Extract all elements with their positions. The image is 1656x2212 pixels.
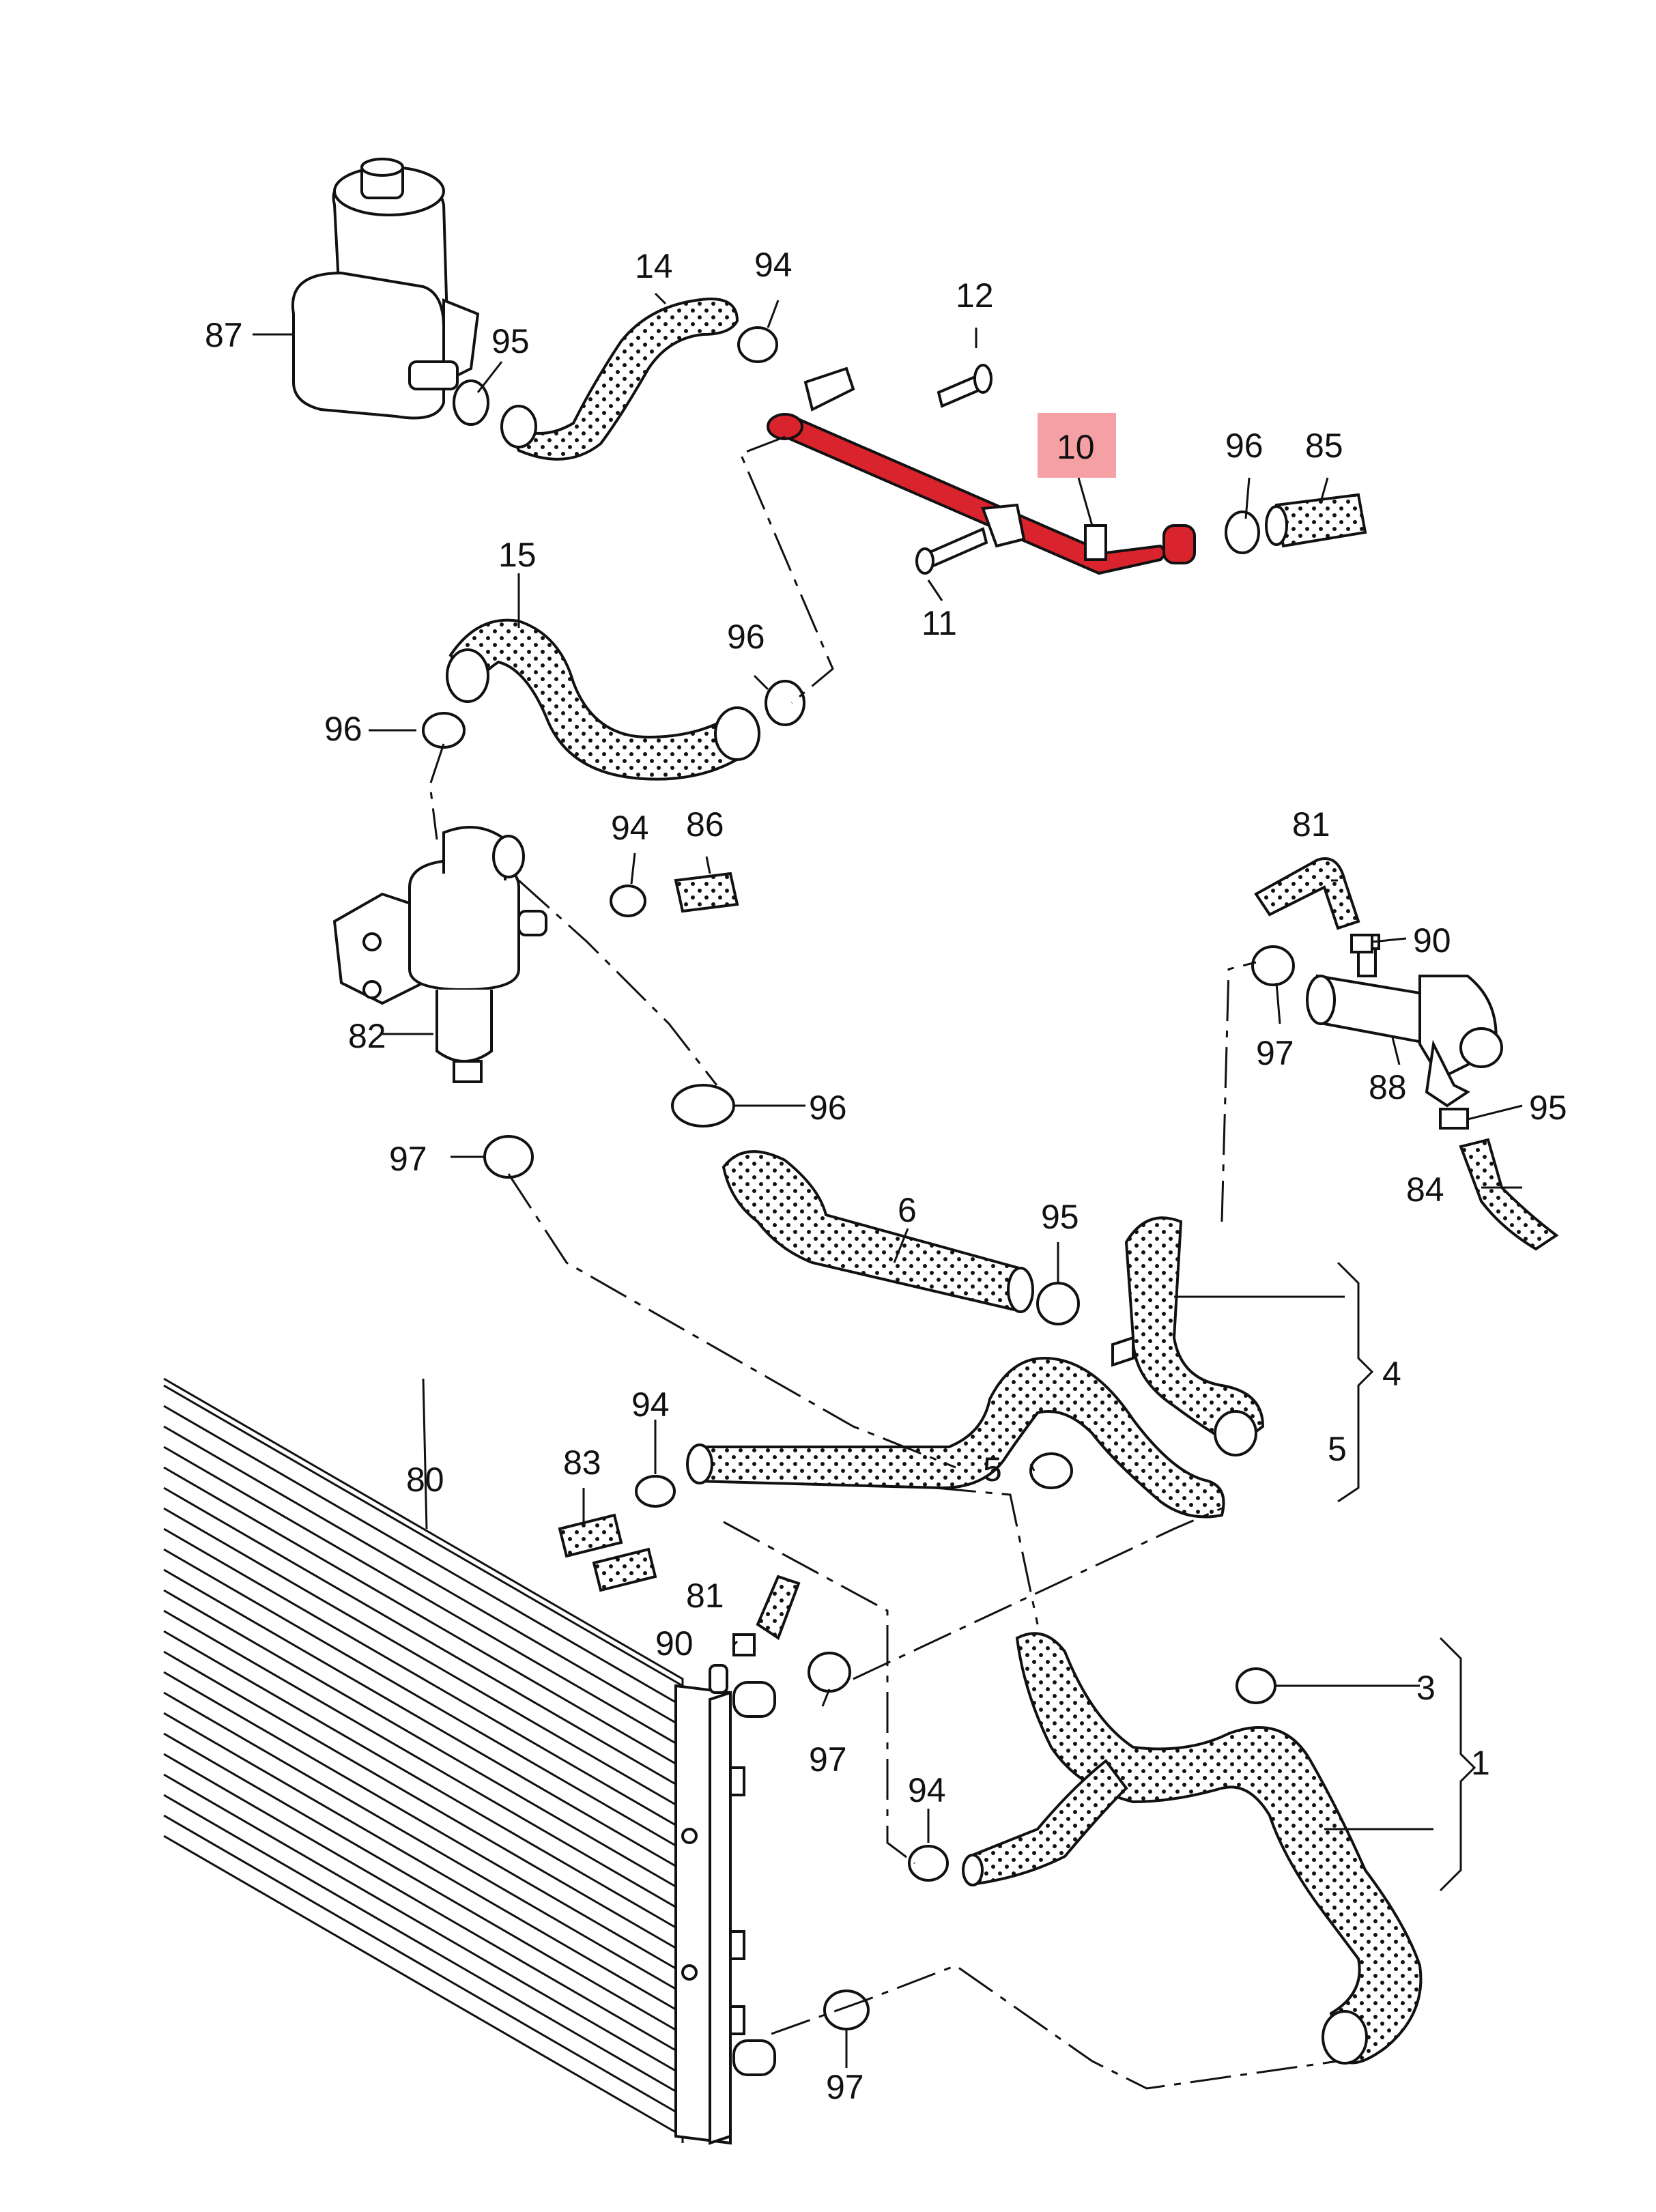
label-5: 5	[983, 1450, 1002, 1489]
bolt-11[interactable]	[915, 527, 988, 575]
label-6: 6	[898, 1191, 917, 1229]
label-82: 82	[348, 1017, 386, 1055]
label-94: 94	[611, 809, 649, 847]
hose-15[interactable]	[446, 618, 760, 781]
label-83: 83	[563, 1443, 601, 1482]
label-96: 96	[1225, 427, 1264, 465]
label-12: 12	[956, 276, 994, 315]
label-97: 97	[809, 1740, 847, 1779]
label-94: 94	[631, 1385, 670, 1424]
label-94: 94	[754, 246, 793, 284]
label-86: 86	[686, 805, 724, 844]
label-96: 96	[324, 710, 362, 748]
group-braces	[1174, 1261, 1476, 1892]
label-15: 15	[498, 536, 537, 574]
label-97: 97	[1256, 1034, 1294, 1072]
label-87: 87	[205, 316, 243, 354]
oil-filter-housing[interactable]	[291, 158, 480, 420]
label-3: 3	[1416, 1669, 1436, 1707]
label-90: 90	[655, 1624, 694, 1663]
label-95: 95	[1529, 1089, 1567, 1127]
hose-83[interactable]	[558, 1513, 657, 1592]
label-14: 14	[635, 247, 673, 285]
hose-assembly-4-5[interactable]	[686, 1216, 1265, 1519]
hose-85[interactable]	[1265, 493, 1367, 548]
radiator[interactable]	[163, 1377, 776, 2145]
part-labels: 87 95 14 94 12 10 96 85 11 15 96 96 94 8…	[205, 246, 1567, 2106]
bolt-12[interactable]	[937, 364, 993, 408]
leader-lines	[253, 292, 1523, 2068]
thermostat-housing[interactable]	[332, 826, 547, 1083]
label-1: 1	[1471, 1744, 1490, 1782]
hose-81-lower[interactable]	[756, 1575, 801, 1641]
hose-81-top[interactable]	[1254, 857, 1360, 930]
radiator-fins	[163, 1384, 683, 2138]
label-80: 80	[406, 1461, 444, 1499]
highlight-box-10	[1038, 413, 1116, 478]
label-81: 81	[686, 1577, 724, 1615]
label-5: 5	[1328, 1430, 1347, 1468]
label-85: 85	[1305, 427, 1343, 465]
label-97: 97	[389, 1140, 427, 1178]
routing-lines	[429, 435, 1339, 2090]
label-84: 84	[1406, 1170, 1444, 1209]
label-10: 10	[1057, 428, 1095, 466]
label-97: 97	[826, 2068, 864, 2106]
hose-84[interactable]	[1459, 1138, 1559, 1251]
hose-14[interactable]	[500, 298, 739, 461]
label-4: 4	[1382, 1355, 1401, 1393]
label-11: 11	[922, 604, 957, 642]
label-95: 95	[491, 322, 530, 360]
label-96: 96	[809, 1089, 847, 1127]
label-88: 88	[1369, 1068, 1407, 1106]
hose-86[interactable]	[674, 872, 739, 913]
label-95: 95	[1041, 1198, 1079, 1236]
label-81: 81	[1292, 805, 1330, 844]
water-pipe-highlighted[interactable]	[767, 367, 1196, 575]
label-96: 96	[727, 618, 765, 656]
hose-6[interactable]	[722, 1150, 1034, 1313]
label-90: 90	[1413, 921, 1451, 960]
lower-hose-1[interactable]	[962, 1632, 1423, 2065]
coolant-flange-88[interactable]	[1306, 934, 1503, 1108]
label-94: 94	[908, 1771, 946, 1809]
